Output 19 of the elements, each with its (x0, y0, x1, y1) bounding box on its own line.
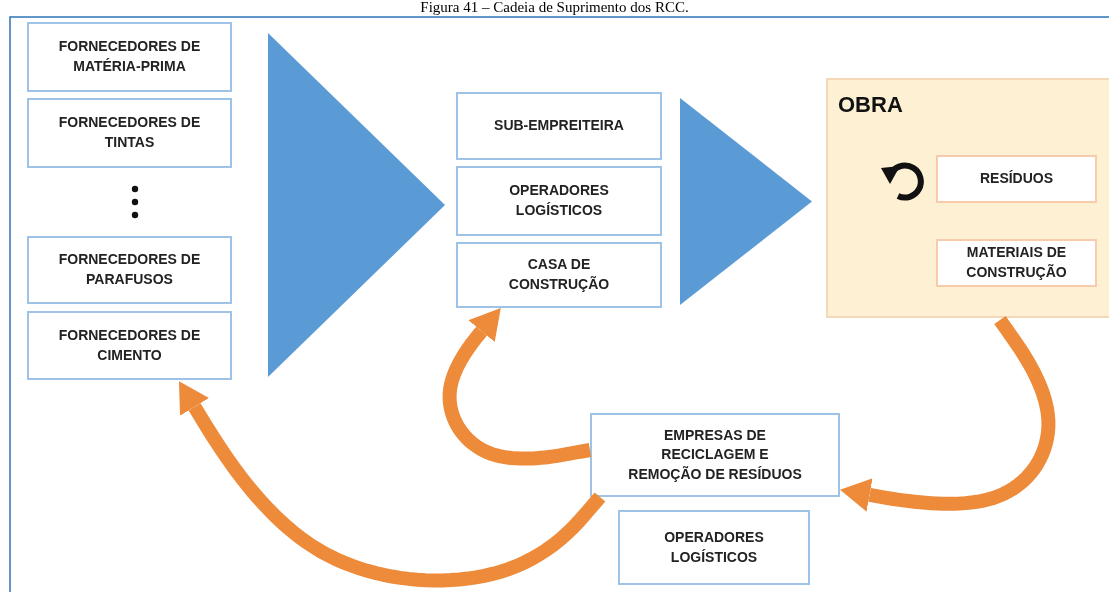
process-box: SUB-EMPREITEIRA (456, 92, 662, 160)
process-box: CASA DE CONSTRUÇÃO (456, 242, 662, 308)
process-box: RESÍDUOS (936, 155, 1097, 203)
process-box: FORNECEDORES DE TINTAS (27, 98, 232, 168)
chevron-shape (268, 33, 445, 377)
process-box: OPERADORES LOGÍSTICOS (618, 510, 810, 585)
figure-title: Figura 41 – Cadeia de Suprimento dos RCC. (419, 0, 690, 16)
process-box: MATERIAIS DE CONSTRUÇÃO (936, 239, 1097, 287)
process-box: FORNECEDORES DE MATÉRIA-PRIMA (27, 22, 232, 92)
site-panel (826, 78, 1109, 318)
process-box: FORNECEDORES DE PARAFUSOS (27, 236, 232, 304)
process-box: OPERADORES LOGÍSTICOS (456, 166, 662, 236)
process-box: FORNECEDORES DE CIMENTO (27, 311, 232, 380)
curved-arrow (442, 308, 593, 466)
curved-arrow (178, 381, 606, 588)
chevron-shape (680, 98, 812, 305)
panel-heading: OBRA (838, 92, 903, 118)
process-box: EMPRESAS DE RECICLAGEM E REMOÇÃO DE RESÍDUOS (590, 413, 840, 497)
curved-arrow (840, 316, 1056, 512)
